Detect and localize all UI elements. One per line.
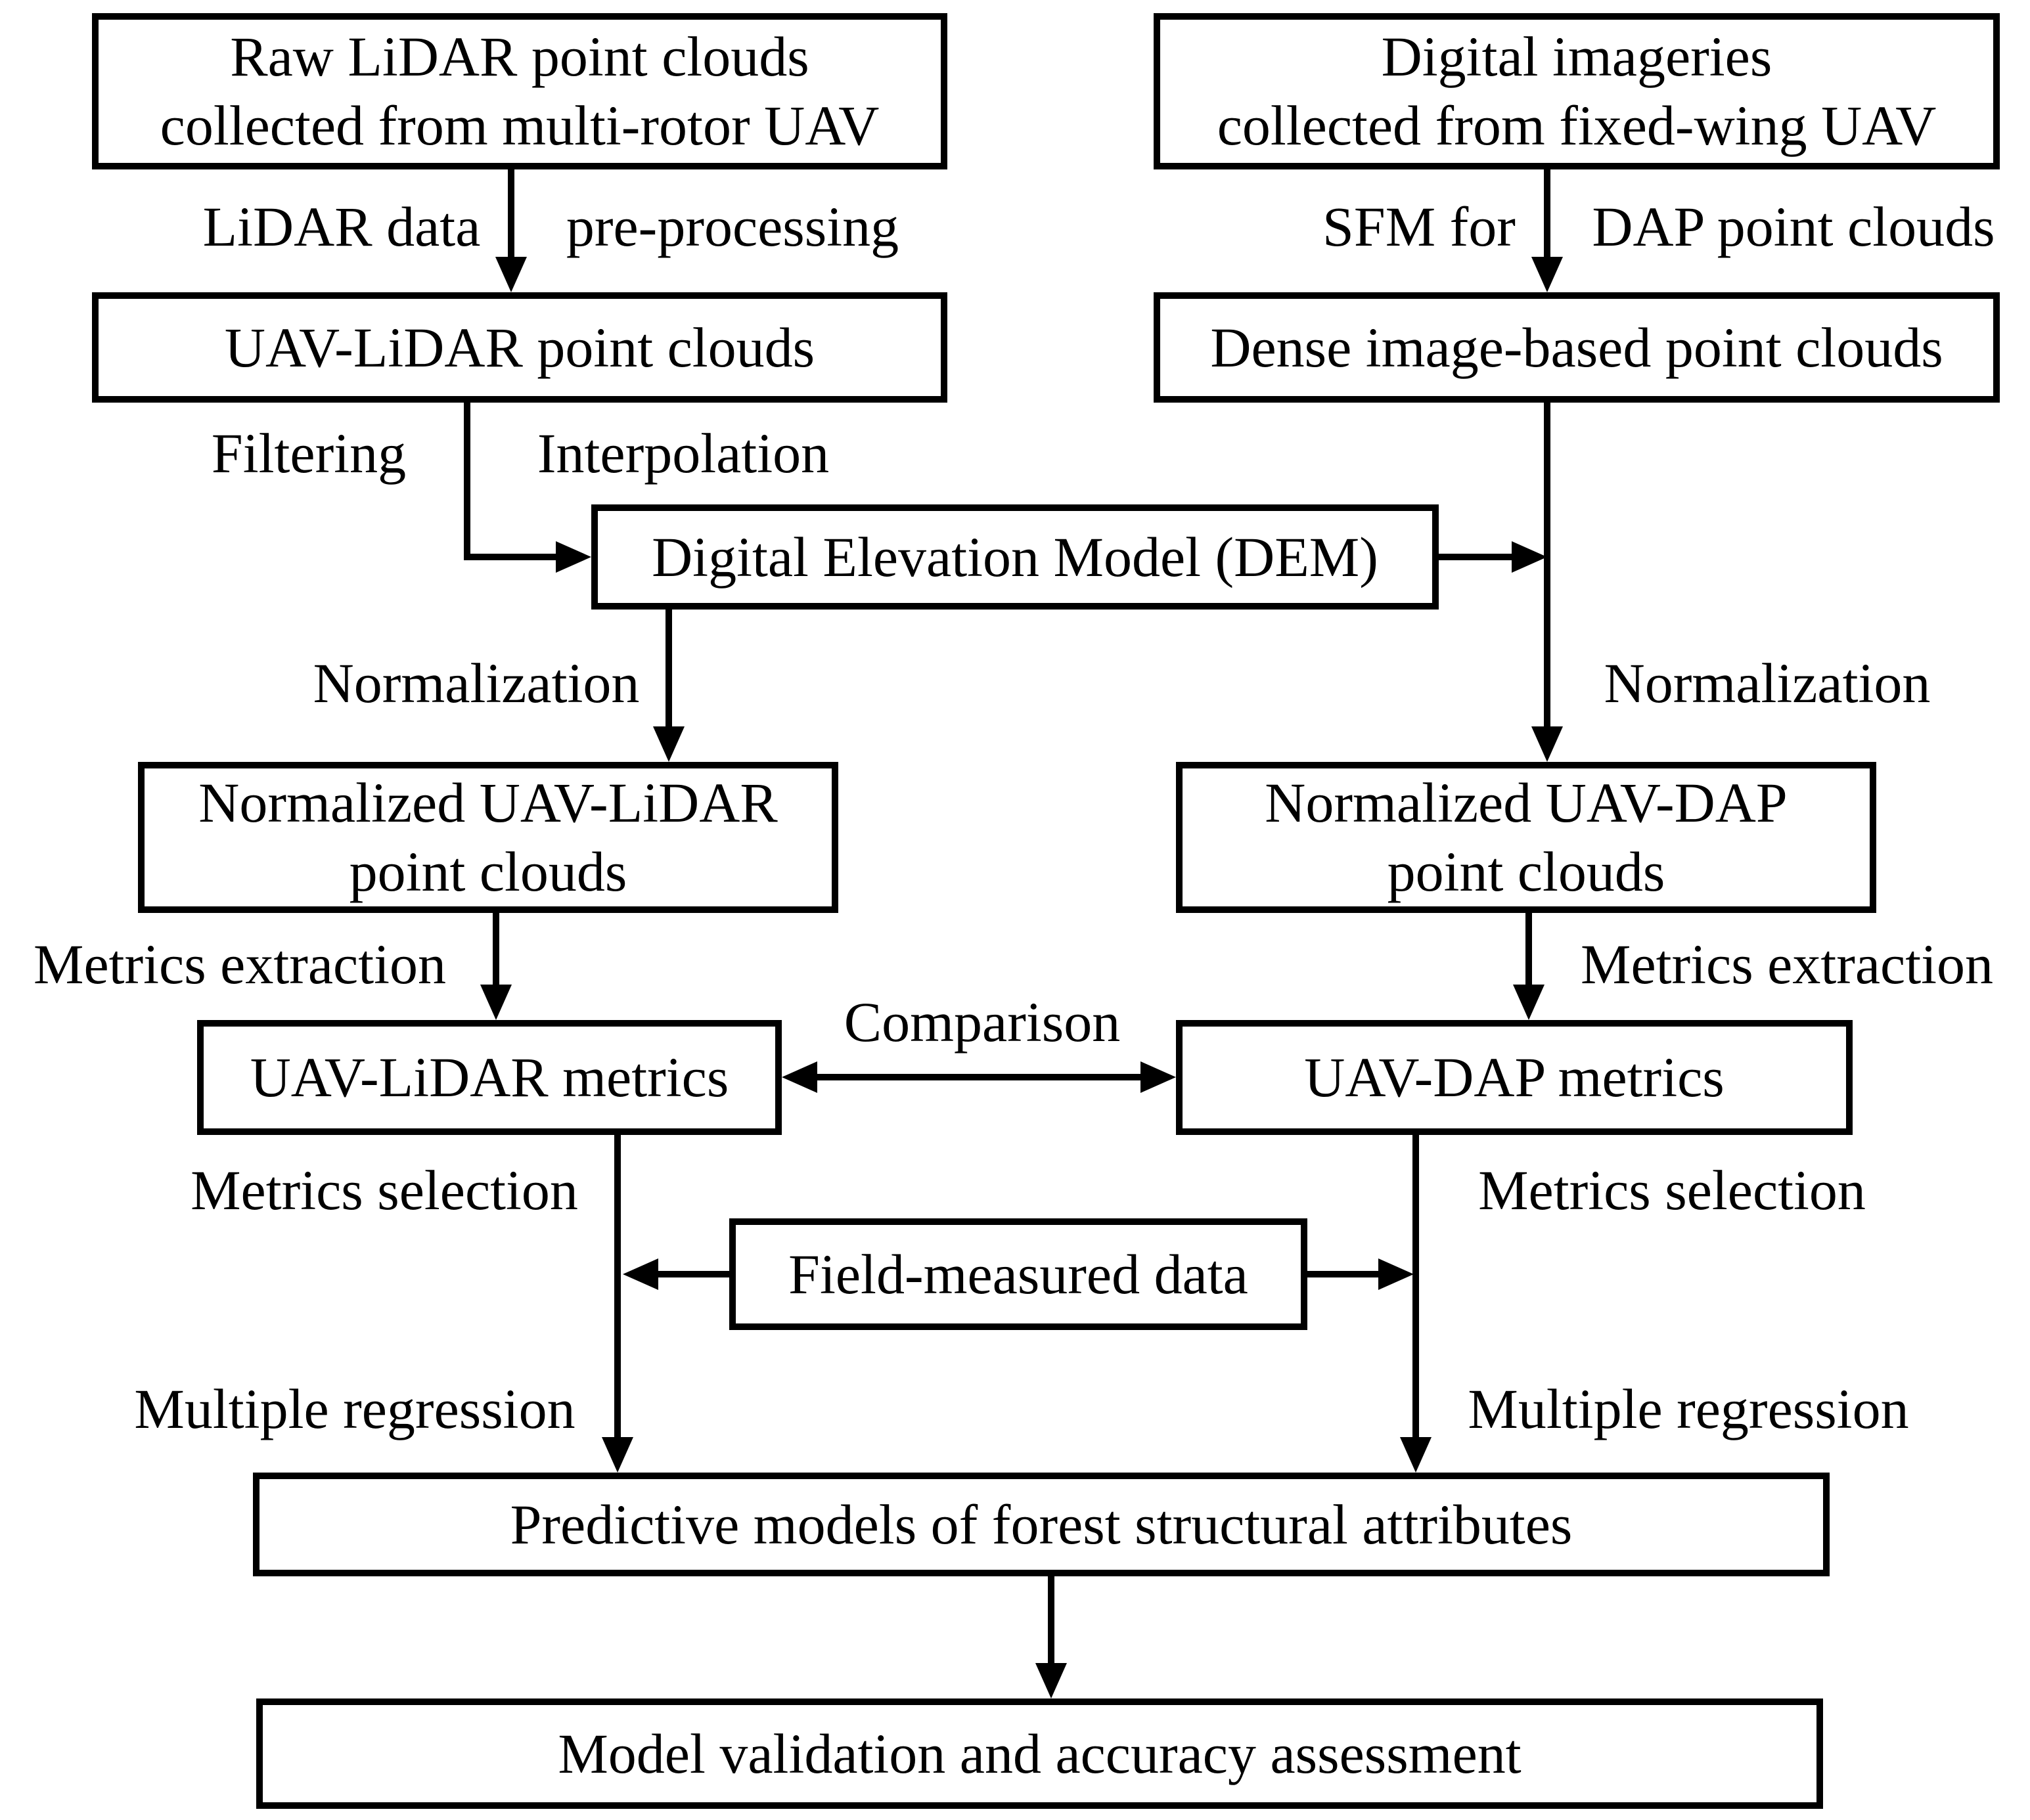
node-raw-lidar: Raw LiDAR point clouds collected from mu…: [92, 13, 947, 169]
node-uav-lidar-metrics-label: UAV-LiDAR metrics: [250, 1046, 729, 1109]
node-dense-image-point-clouds: Dense image-based point clouds: [1154, 292, 2000, 403]
connector-comparison-line: [815, 1074, 1143, 1080]
node-normalized-uav-lidar: Normalized UAV-LiDAR point clouds: [138, 762, 838, 913]
connector-field-to-left-arrowhead: [623, 1258, 658, 1290]
connector-predictive-to-validation-line: [1048, 1576, 1054, 1664]
node-predictive-models-label: Predictive models of forest structural a…: [510, 1492, 1573, 1556]
connector-dem-to-dap-line: [1439, 554, 1512, 560]
node-uav-lidar-point-clouds: UAV-LiDAR point clouds: [92, 292, 947, 403]
edge-label-metrics-extraction-left: Metrics extraction: [33, 933, 447, 996]
node-uav-lidar-metrics: UAV-LiDAR metrics: [197, 1020, 782, 1135]
edge-label-multiple-regression-left: Multiple regression: [134, 1377, 575, 1440]
node-dem: Digital Elevation Model (DEM): [591, 504, 1439, 610]
node-field-measured-data: Field-measured data: [729, 1218, 1307, 1330]
connector-dense-to-normdap-arrowhead: [1531, 726, 1563, 762]
edge-label-lidar-data: LiDAR data: [202, 195, 481, 258]
node-dem-label: Digital Elevation Model (DEM): [652, 525, 1378, 588]
connector-comparison-arrowhead-right: [1140, 1061, 1176, 1093]
connector-field-to-right-arrowhead: [1378, 1258, 1414, 1290]
node-dense-image-point-clouds-label: Dense image-based point clouds: [1210, 315, 1943, 379]
edge-label-interpolation: Interpolation: [537, 422, 830, 485]
connector-predictive-to-validation-arrowhead: [1035, 1663, 1067, 1698]
connector-normdap-to-metrics-line: [1525, 913, 1532, 986]
connector-dapmetrics-to-predictive-line: [1412, 1135, 1419, 1438]
connector-dapmetrics-to-predictive-arrowhead: [1400, 1437, 1432, 1473]
node-model-validation-label: Model validation and accuracy assessment: [558, 1721, 1522, 1785]
connector-normlidar-to-metrics-arrowhead: [480, 985, 512, 1020]
node-model-validation: Model validation and accuracy assessment: [256, 1698, 1823, 1809]
node-normalized-uav-dap-line2: point clouds: [1387, 840, 1665, 903]
node-digital-imageries-line1: Digital imageries: [1381, 25, 1772, 89]
edge-label-pre-processing: pre-processing: [566, 195, 899, 258]
connector-raw-to-uavlidar-arrowhead: [495, 257, 527, 292]
edge-label-metrics-selection-left: Metrics selection: [191, 1159, 578, 1222]
connector-dem-to-normlidar-arrowhead: [653, 726, 685, 762]
node-normalized-uav-dap-line1: Normalized UAV-DAP: [1265, 771, 1788, 835]
node-normalized-uav-lidar-line1: Normalized UAV-LiDAR: [198, 771, 778, 835]
connector-lidarmetrics-to-predictive-line: [614, 1135, 621, 1438]
edge-label-dap-point-clouds: DAP point clouds: [1592, 195, 1995, 258]
edge-label-comparison: Comparison: [844, 990, 1121, 1054]
node-raw-lidar-line1: Raw LiDAR point clouds: [230, 25, 809, 89]
edge-label-multiple-regression-right: Multiple regression: [1468, 1377, 1909, 1440]
node-normalized-uav-lidar-line2: point clouds: [349, 840, 627, 903]
node-field-measured-data-label: Field-measured data: [788, 1242, 1248, 1306]
connector-lidarmetrics-to-predictive-arrowhead: [602, 1437, 633, 1473]
connector-normdap-to-metrics-arrowhead: [1513, 985, 1545, 1020]
connector-uavlidar-to-dem-vertical: [464, 403, 470, 560]
connector-dem-to-normlidar-line: [665, 610, 672, 728]
connector-imageries-to-dense-arrowhead: [1531, 257, 1563, 292]
node-uav-dap-metrics: UAV-DAP metrics: [1176, 1020, 1853, 1135]
node-digital-imageries: Digital imageries collected from fixed-w…: [1154, 13, 2000, 169]
connector-raw-to-uavlidar-line: [508, 169, 514, 258]
connector-dense-to-normdap-line: [1544, 403, 1550, 728]
node-uav-lidar-point-clouds-label: UAV-LiDAR point clouds: [224, 315, 815, 379]
edge-label-sfm-for: SFM for: [1322, 195, 1516, 258]
connector-uavlidar-to-dem-horizontal: [464, 554, 556, 560]
connector-normlidar-to-metrics-line: [493, 913, 499, 986]
connector-comparison-arrowhead-left: [782, 1061, 817, 1093]
edge-label-normalization-right: Normalization: [1604, 652, 1931, 715]
connector-field-to-right-line: [1307, 1271, 1380, 1277]
connector-uavlidar-to-dem-arrowhead: [556, 541, 591, 573]
edge-label-filtering: Filtering: [211, 422, 407, 485]
node-normalized-uav-dap: Normalized UAV-DAP point clouds: [1176, 762, 1876, 913]
node-predictive-models: Predictive models of forest structural a…: [253, 1473, 1830, 1576]
node-raw-lidar-line2: collected from multi-rotor UAV: [160, 94, 880, 157]
connector-imageries-to-dense-line: [1544, 169, 1550, 258]
edge-label-metrics-extraction-right: Metrics extraction: [1580, 933, 1994, 996]
node-digital-imageries-line2: collected from fixed-wing UAV: [1217, 94, 1937, 157]
node-uav-dap-metrics-label: UAV-DAP metrics: [1304, 1046, 1725, 1109]
edge-label-metrics-selection-right: Metrics selection: [1478, 1159, 1866, 1222]
connector-dem-to-dap-arrowhead: [1512, 541, 1547, 573]
edge-label-normalization-left: Normalization: [313, 652, 640, 715]
connector-field-to-left-line: [657, 1271, 729, 1277]
